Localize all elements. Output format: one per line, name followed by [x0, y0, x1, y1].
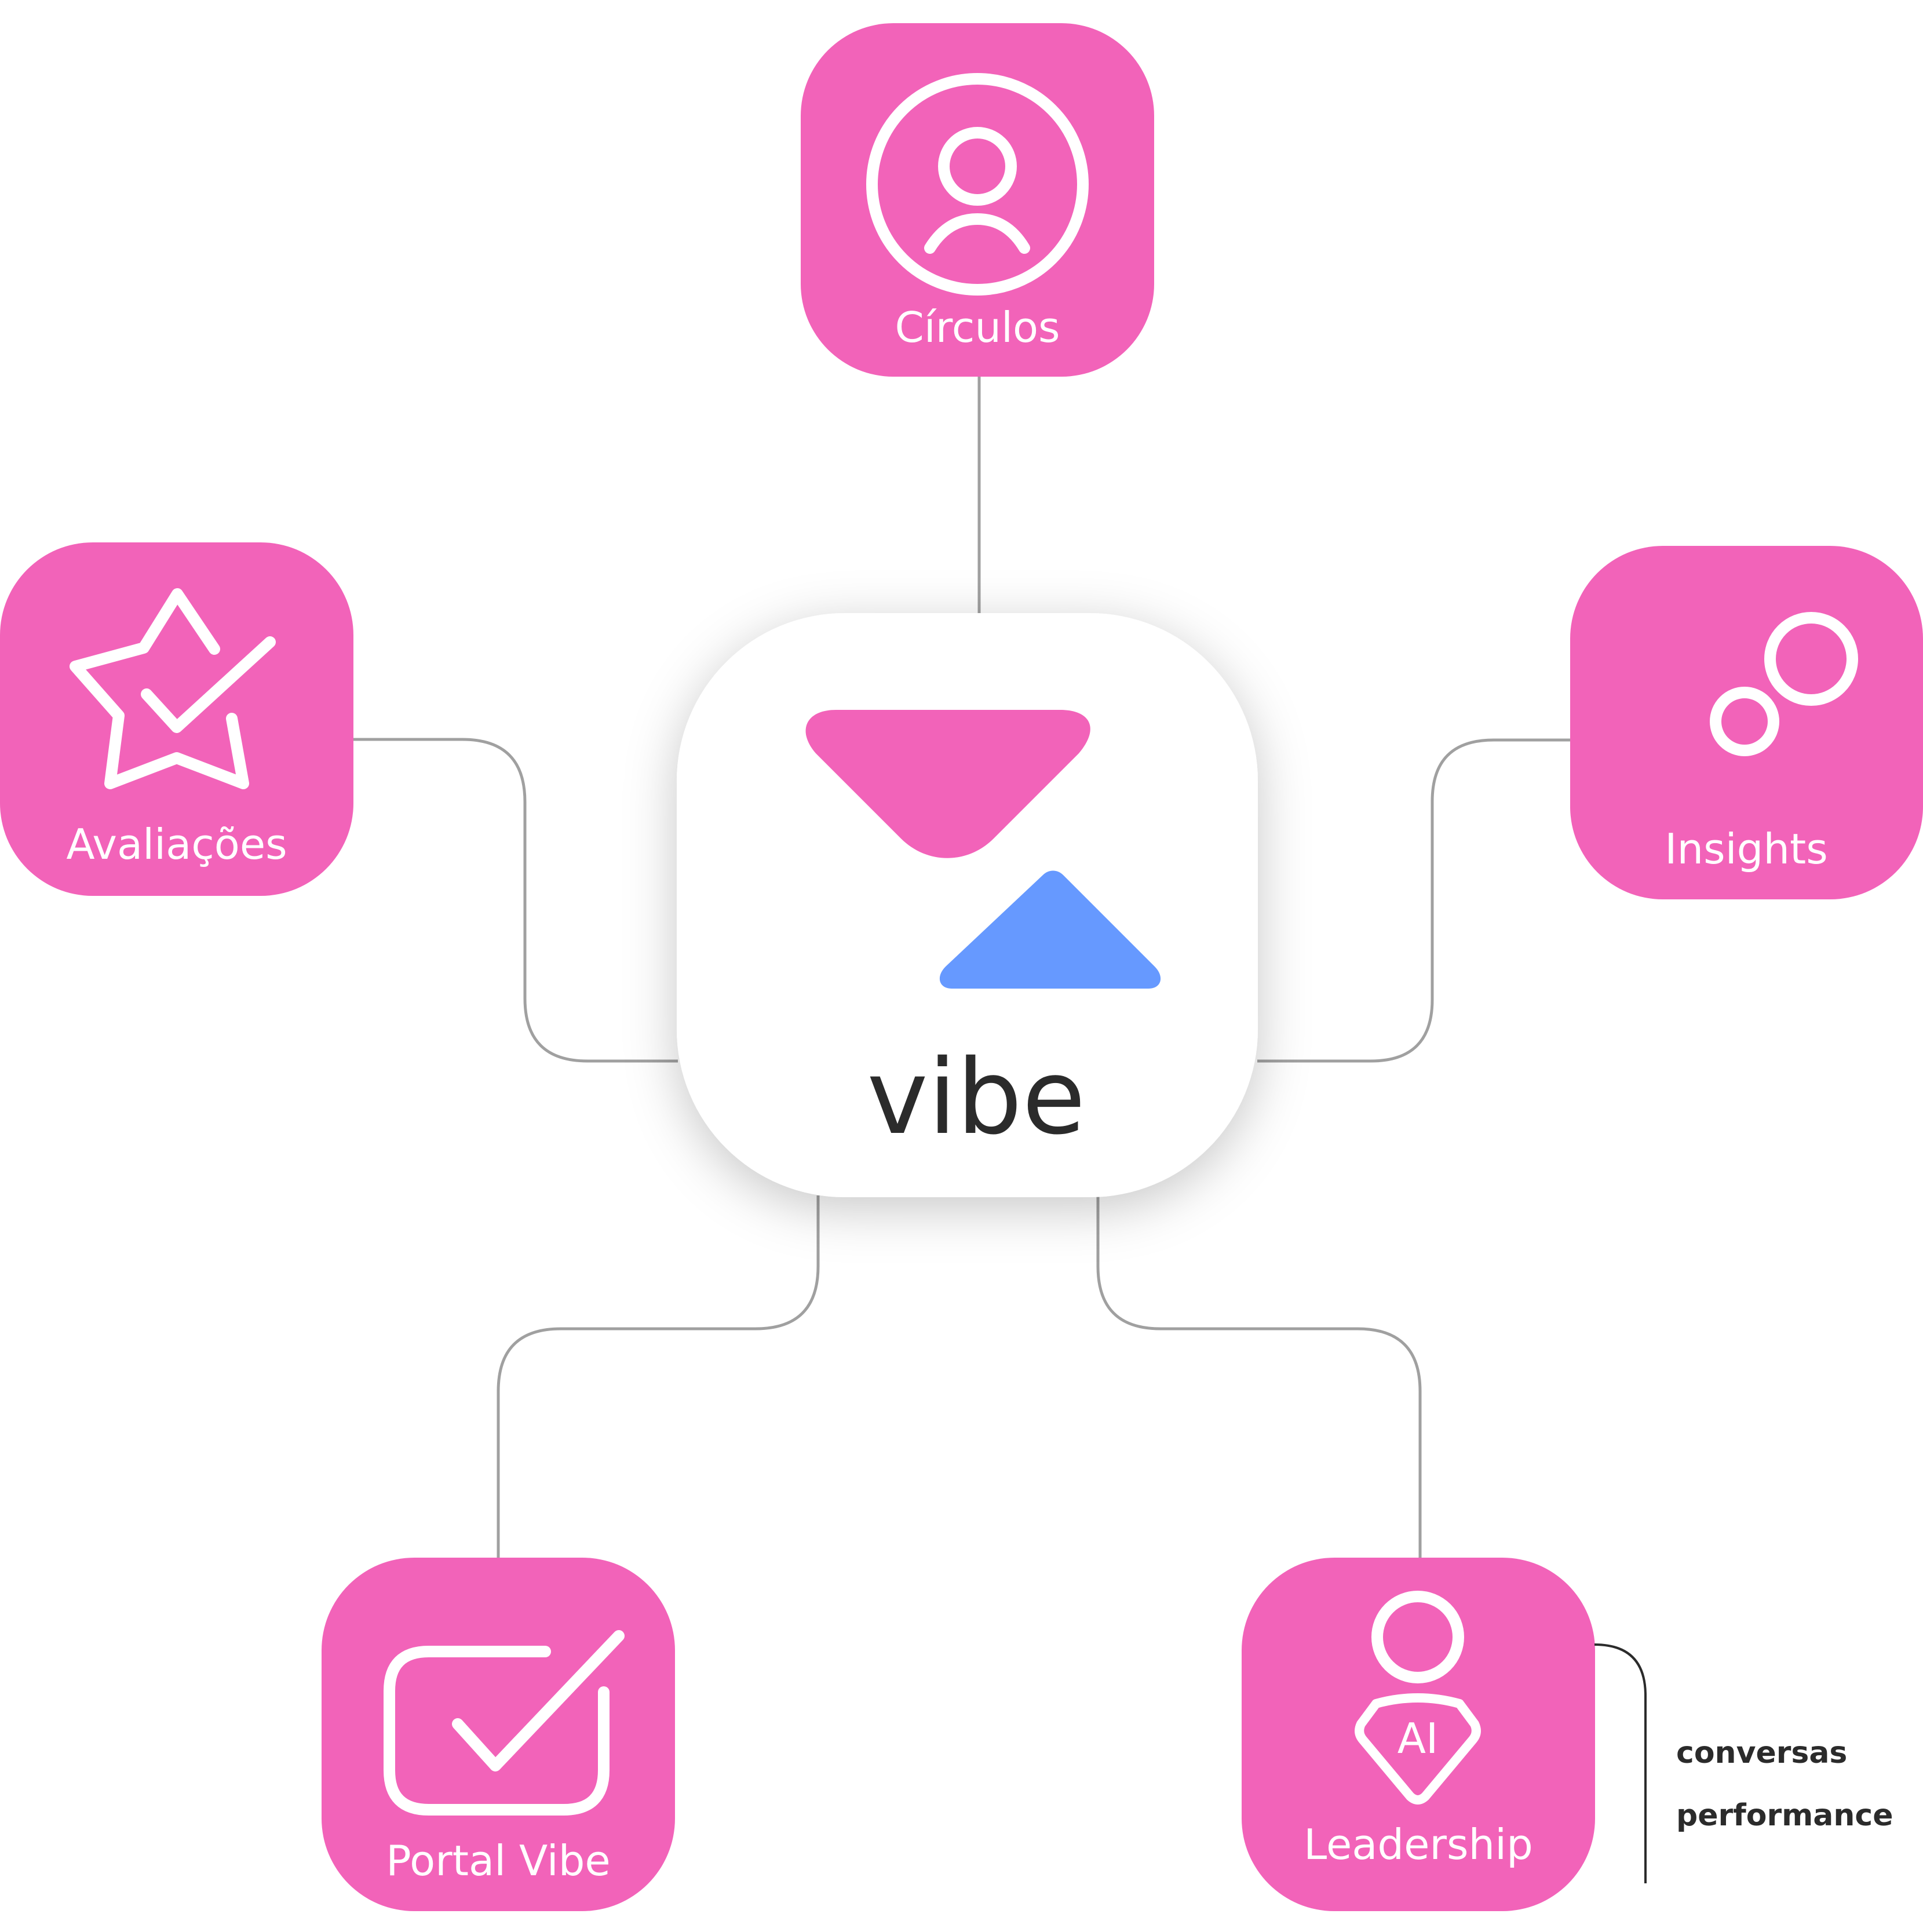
leadership-notes: conversas performance	[1594, 1643, 1893, 1883]
label-avaliacoes: Avaliações	[66, 820, 287, 869]
tile-insights	[1570, 546, 1923, 899]
note-performance: performance	[1676, 1798, 1893, 1833]
logo-blue-triangle	[939, 870, 1161, 989]
label-portal-vibe: Portal Vibe	[386, 1836, 610, 1885]
node-circulos[interactable]: Círculos	[801, 23, 1154, 377]
label-circulos: Círculos	[895, 303, 1060, 352]
node-leadership[interactable]: AI Leadership	[1242, 1558, 1595, 1911]
notes-bracket	[1594, 1643, 1647, 1883]
connector-avaliacoes	[352, 738, 678, 1063]
note-conversas: conversas	[1676, 1736, 1847, 1770]
connector-leadership	[1096, 1195, 1422, 1559]
bubbles-icon	[1710, 612, 1858, 756]
logo-pink-triangle	[805, 710, 1090, 858]
checkbox-icon	[384, 1630, 625, 1816]
ai-leader-icon: AI	[1355, 1591, 1481, 1805]
connector-portal	[497, 1195, 820, 1559]
tile-leadership	[1242, 1558, 1595, 1911]
node-avaliacoes[interactable]: Avaliações	[0, 542, 353, 896]
connector-insights	[1257, 738, 1571, 1063]
vibe-logo-card[interactable]: vibe	[677, 613, 1258, 1197]
node-insights[interactable]: Insights	[1570, 546, 1923, 899]
connectors	[352, 377, 1571, 1559]
label-leadership: Leadership	[1304, 1820, 1533, 1869]
node-portal-vibe[interactable]: Portal Vibe	[322, 1558, 675, 1911]
user-circle-icon	[866, 73, 1089, 296]
vibe-wordmark: vibe	[867, 1037, 1085, 1157]
star-check-icon	[70, 588, 276, 789]
ai-badge: AI	[1397, 1714, 1439, 1763]
tile-portal-vibe	[322, 1558, 675, 1911]
label-insights: Insights	[1665, 825, 1827, 873]
